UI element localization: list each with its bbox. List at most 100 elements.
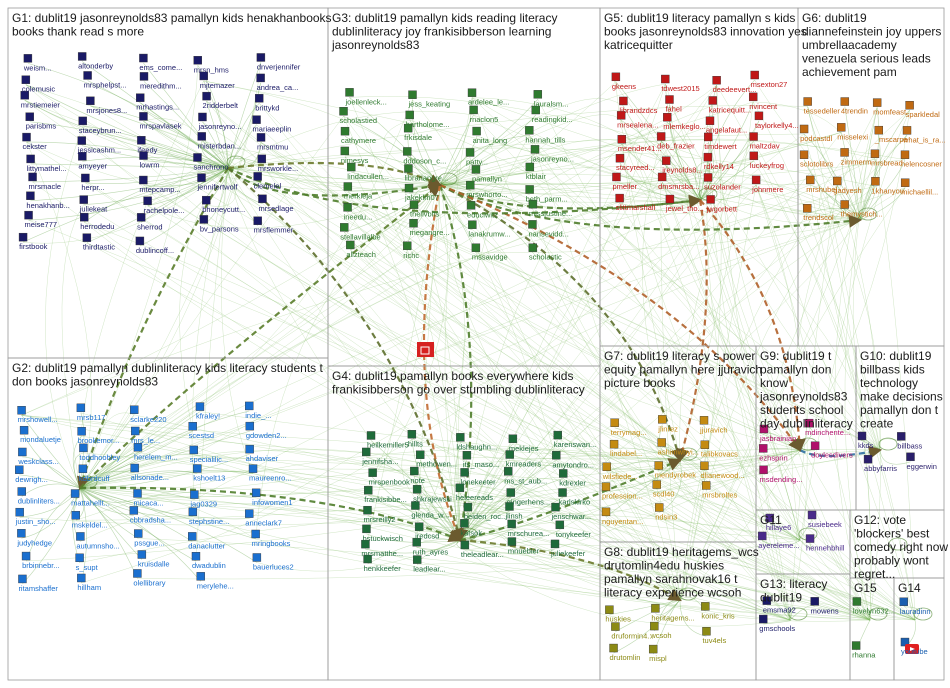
node-g15-1[interactable]	[852, 642, 860, 650]
node-g2-40[interactable]	[18, 575, 26, 583]
node-g2-17[interactable]	[131, 464, 139, 472]
node-g1-34[interactable]	[254, 172, 262, 180]
node-g1-21[interactable]	[78, 137, 86, 145]
node-g1-9[interactable]	[257, 74, 265, 82]
node-g5-25[interactable]	[666, 195, 674, 203]
node-g2-30[interactable]	[17, 529, 25, 537]
node-g1-17[interactable]	[139, 112, 147, 120]
node-g1-33[interactable]	[198, 174, 206, 182]
node-g4-14[interactable]	[559, 469, 567, 477]
node-g3-32[interactable]	[346, 241, 354, 249]
node-g5-2[interactable]	[713, 76, 721, 84]
node-g2-43[interactable]	[197, 572, 205, 580]
node-g1-5[interactable]	[22, 76, 30, 84]
node-g7-10[interactable]	[653, 481, 661, 489]
node-g7-3[interactable]	[610, 440, 618, 448]
node-g2-10[interactable]	[18, 448, 26, 456]
node-g2-25[interactable]	[16, 508, 24, 516]
node-g6-5[interactable]	[837, 123, 845, 131]
node-g2-28[interactable]	[189, 508, 197, 516]
node-g1-13[interactable]	[203, 92, 211, 100]
node-g3-5[interactable]	[406, 111, 414, 119]
node-g2-39[interactable]	[253, 553, 261, 561]
node-g2-31[interactable]	[76, 532, 84, 540]
node-g5-15[interactable]	[750, 133, 758, 141]
node-g1-30[interactable]	[29, 173, 37, 181]
node-g4-16[interactable]	[413, 485, 421, 493]
node-g2-19[interactable]	[249, 465, 257, 473]
node-g13-1[interactable]	[811, 597, 819, 605]
node-g1-43[interactable]	[200, 215, 208, 223]
node-g10-3[interactable]	[906, 453, 914, 461]
node-g1-25[interactable]	[27, 155, 35, 163]
node-g5-1[interactable]	[661, 75, 669, 83]
node-g8-0[interactable]	[605, 606, 613, 614]
node-g9-2[interactable]	[759, 444, 767, 452]
node-g7-2[interactable]	[700, 416, 708, 424]
node-g6-4[interactable]	[800, 125, 808, 133]
node-g1-15[interactable]	[26, 113, 34, 121]
node-g3-30[interactable]	[468, 221, 476, 229]
node-g1-37[interactable]	[144, 197, 152, 205]
node-g6-0[interactable]	[804, 98, 812, 106]
node-g4-33[interactable]	[508, 538, 516, 546]
node-g1-4[interactable]	[257, 53, 265, 61]
node-g7-0[interactable]	[611, 419, 619, 427]
node-g4-0[interactable]	[367, 431, 375, 439]
node-g3-20[interactable]	[344, 183, 352, 191]
node-g5-9[interactable]	[663, 113, 671, 121]
node-g2-16[interactable]	[79, 465, 87, 473]
node-g6-6[interactable]	[875, 126, 883, 134]
node-g1-23[interactable]	[198, 132, 206, 140]
node-g1-28[interactable]	[193, 153, 201, 161]
node-g4-15[interactable]	[364, 486, 372, 494]
node-g10-0[interactable]	[858, 432, 866, 440]
node-g5-19[interactable]	[750, 152, 758, 160]
node-g2-1[interactable]	[77, 404, 85, 412]
node-g1-22[interactable]	[137, 136, 145, 144]
node-g1-16[interactable]	[79, 117, 87, 125]
node-g2-42[interactable]	[133, 569, 141, 577]
node-g4-25[interactable]	[362, 525, 370, 533]
node-g7-13[interactable]	[655, 503, 663, 511]
node-g4-29[interactable]	[556, 521, 564, 529]
node-g6-9[interactable]	[841, 148, 849, 156]
node-g2-6[interactable]	[78, 427, 86, 435]
node-g8-7[interactable]	[649, 645, 657, 653]
node-g11-2[interactable]	[758, 532, 766, 540]
node-g6-7[interactable]	[903, 126, 911, 134]
node-g5-12[interactable]	[618, 135, 626, 143]
node-g5-0[interactable]	[612, 73, 620, 81]
node-g7-7[interactable]	[655, 462, 663, 470]
node-g2-36[interactable]	[76, 554, 84, 562]
node-g4-10[interactable]	[369, 469, 377, 477]
node-g1-47[interactable]	[136, 237, 144, 245]
node-g3-14[interactable]	[466, 148, 474, 156]
node-g1-12[interactable]	[136, 94, 144, 102]
node-g2-33[interactable]	[188, 532, 196, 540]
node-g4-7[interactable]	[463, 451, 471, 459]
node-g3-3[interactable]	[534, 90, 542, 98]
node-g1-31[interactable]	[81, 174, 89, 182]
node-g15-0[interactable]	[853, 597, 861, 605]
node-g1-11[interactable]	[86, 97, 94, 105]
node-g5-26[interactable]	[707, 195, 715, 203]
node-g2-15[interactable]	[15, 466, 23, 474]
node-g6-3[interactable]	[906, 101, 914, 109]
node-g6-8[interactable]	[800, 151, 808, 159]
node-g4-2[interactable]	[456, 433, 464, 441]
node-g5-20[interactable]	[612, 173, 620, 181]
node-g7-4[interactable]	[658, 438, 666, 446]
node-g1-1[interactable]	[78, 52, 86, 60]
node-g3-21[interactable]	[405, 184, 413, 192]
node-g1-32[interactable]	[139, 176, 147, 184]
node-g3-2[interactable]	[468, 89, 476, 97]
node-g8-3[interactable]	[611, 623, 619, 631]
node-g3-23[interactable]	[526, 185, 534, 193]
node-g1-38[interactable]	[202, 196, 210, 204]
node-g3-29[interactable]	[410, 219, 418, 227]
node-g3-10[interactable]	[473, 127, 481, 135]
node-g1-3[interactable]	[194, 56, 202, 64]
node-g9-4[interactable]	[760, 466, 768, 474]
node-g5-16[interactable]	[616, 154, 624, 162]
